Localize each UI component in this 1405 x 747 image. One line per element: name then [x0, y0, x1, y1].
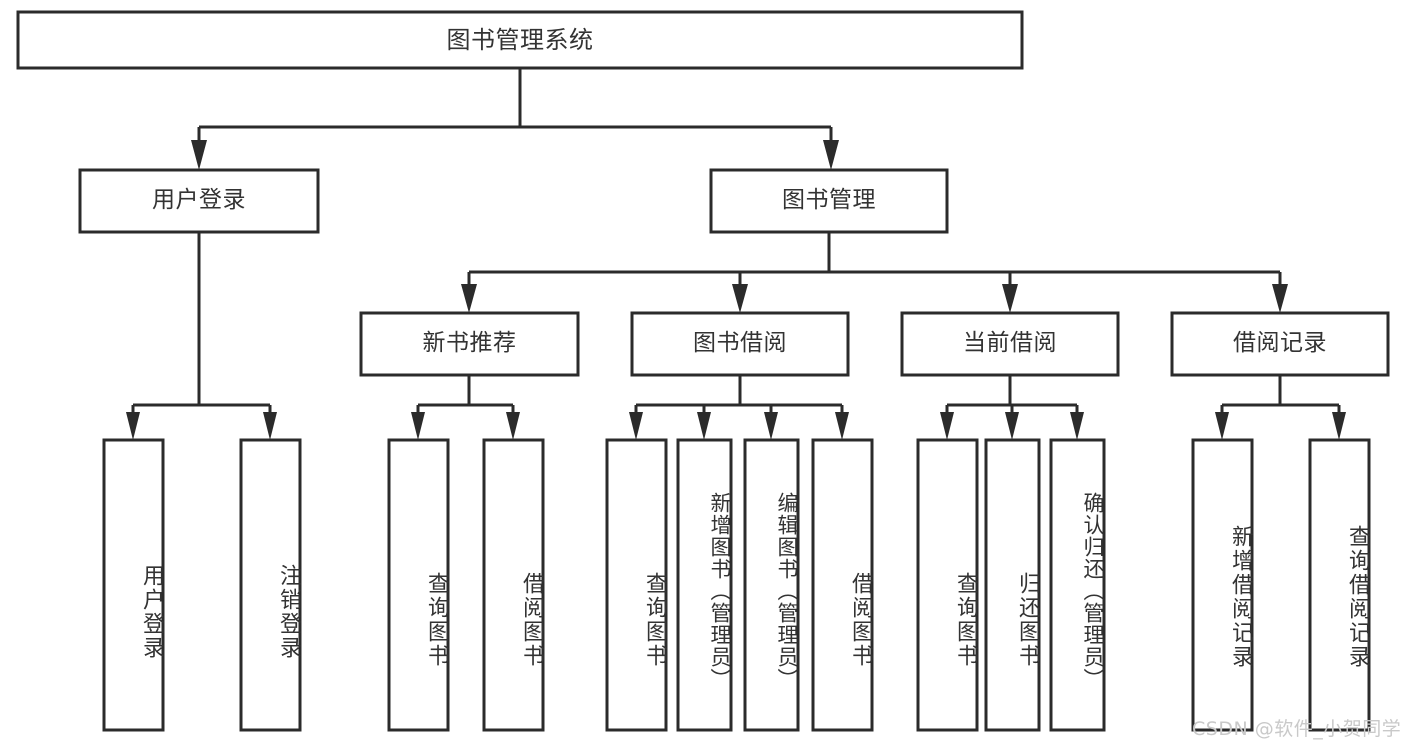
- arrow-head-leaf-add-borrow-record: [1215, 412, 1229, 440]
- node-box-book-management[interactable]: [709, 168, 949, 234]
- node-box-borrow-record[interactable]: [1170, 311, 1390, 377]
- node-box-leaf-add-book-admin[interactable]: [676, 438, 733, 732]
- arrow-head-borrow-record: [1272, 284, 1288, 313]
- arrow-head-leaf-user-login: [126, 412, 140, 440]
- node-box-new-book-recommend[interactable]: [359, 311, 580, 377]
- connector-group-root-to-level2: [191, 68, 839, 170]
- arrow-head-user-login: [191, 140, 207, 170]
- node-box-leaf-query-borrow-record[interactable]: [1308, 438, 1371, 732]
- connector-group-book-borrow-to-leaves: [629, 375, 849, 440]
- node-box-leaf-add-borrow-record[interactable]: [1191, 438, 1254, 732]
- arrow-head-leaf-confirm-return-admin: [1070, 412, 1084, 440]
- arrow-head-leaf-return-book: [1005, 412, 1019, 440]
- node-box-book-borrow[interactable]: [630, 311, 850, 377]
- arrow-head-current-borrow: [1002, 284, 1018, 313]
- arrow-head-leaf-borrow-book-2: [835, 412, 849, 440]
- arrow-head-leaf-borrow-book-1: [506, 412, 520, 440]
- connector-group-book-management-to-level3: [461, 232, 1288, 313]
- arrow-head-leaf-logout-login: [263, 412, 277, 440]
- node-box-leaf-borrow-book-2[interactable]: [811, 438, 874, 732]
- arrow-head-leaf-query-book-3: [940, 412, 954, 440]
- connector-group-current-borrow-to-leaves: [940, 375, 1084, 440]
- arrow-head-leaf-edit-book-admin: [764, 412, 778, 440]
- arrow-head-leaf-query-book-2: [629, 412, 643, 440]
- arrow-head-leaf-query-borrow-record: [1332, 412, 1346, 440]
- node-box-current-borrow[interactable]: [900, 311, 1120, 377]
- arrow-head-leaf-query-book-1: [411, 412, 425, 440]
- arrow-head-book-management: [823, 140, 839, 170]
- node-box-leaf-user-login[interactable]: [102, 438, 165, 732]
- arrow-head-new-book-recommend: [461, 284, 477, 313]
- arrow-head-book-borrow: [732, 284, 748, 313]
- node-box-leaf-logout-login[interactable]: [239, 438, 302, 732]
- node-box-leaf-query-book-3[interactable]: [916, 438, 979, 732]
- node-box-leaf-edit-book-admin[interactable]: [743, 438, 800, 732]
- node-box-leaf-return-book[interactable]: [984, 438, 1041, 732]
- node-box-leaf-confirm-return-admin[interactable]: [1049, 438, 1106, 732]
- connector-group-new-book-recommend-to-leaves: [411, 375, 520, 440]
- arrow-head-leaf-add-book-admin: [697, 412, 711, 440]
- connector-group-user-login-to-leaves: [126, 232, 277, 440]
- node-box-leaf-query-book-1[interactable]: [387, 438, 450, 732]
- node-box-leaf-borrow-book-1[interactable]: [482, 438, 545, 732]
- connector-group-borrow-record-to-leaves: [1215, 375, 1346, 440]
- node-box-root[interactable]: [16, 10, 1024, 70]
- node-box-user-login[interactable]: [78, 168, 320, 234]
- node-box-leaf-query-book-2[interactable]: [605, 438, 668, 732]
